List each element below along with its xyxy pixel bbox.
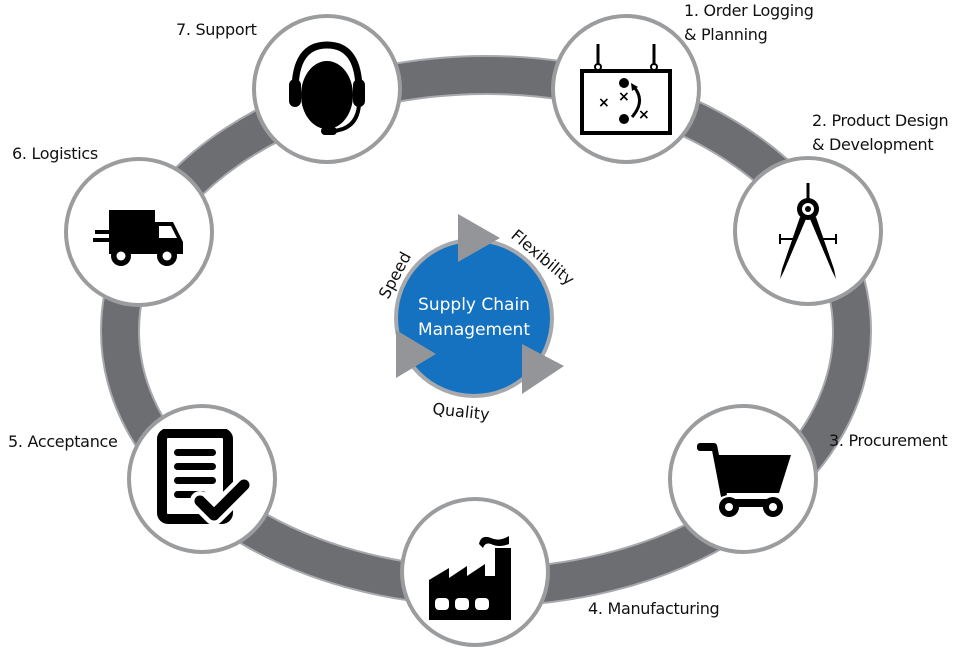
center-title-line2: Management	[418, 320, 530, 340]
shopping-cart-icon	[697, 443, 791, 517]
step-label-support: 7. Support	[176, 20, 257, 39]
svg-text:×: ×	[638, 107, 650, 123]
step-label-acceptance: 5. Acceptance	[8, 432, 118, 451]
center-title-line1: Supply Chain	[418, 295, 530, 315]
step-node-procurement[interactable]	[668, 404, 818, 554]
cycle-arrow-icon	[458, 214, 500, 262]
headset-agent-icon	[289, 41, 365, 135]
step-label-product-design: 2. Product Design	[812, 111, 949, 130]
step-node-manufacturing[interactable]	[400, 497, 550, 647]
step-node-logistics[interactable]	[64, 157, 214, 307]
drafting-compass-icon	[779, 183, 837, 279]
step-label-manufacturing: 4. Manufacturing	[588, 599, 720, 618]
delivery-truck-icon	[93, 210, 183, 266]
cycle-arrow-icon	[396, 330, 436, 378]
step-node-product-design[interactable]	[733, 156, 883, 306]
svg-text:×: ×	[618, 89, 630, 105]
cycle-arrow-icon	[522, 344, 564, 394]
step-label-product-design-line2: & Development	[812, 135, 934, 154]
step-label-order-logging: 1. Order Logging	[684, 1, 814, 20]
center-circle	[398, 242, 550, 394]
strategy-board-icon: × × ×	[580, 44, 672, 135]
step-node-support[interactable]	[252, 14, 402, 164]
svg-text:×: ×	[598, 95, 610, 111]
attribute-quality: Quality	[432, 399, 491, 424]
document-check-icon	[157, 429, 252, 525]
step-label-order-logging-line2: & Planning	[684, 25, 768, 44]
step-node-acceptance[interactable]	[127, 404, 277, 554]
factory-icon	[429, 536, 511, 620]
step-node-order-logging[interactable]: × × ×	[551, 14, 701, 164]
step-label-logistics: 6. Logistics	[12, 144, 98, 163]
step-label-procurement: 3. Procurement	[829, 431, 948, 450]
